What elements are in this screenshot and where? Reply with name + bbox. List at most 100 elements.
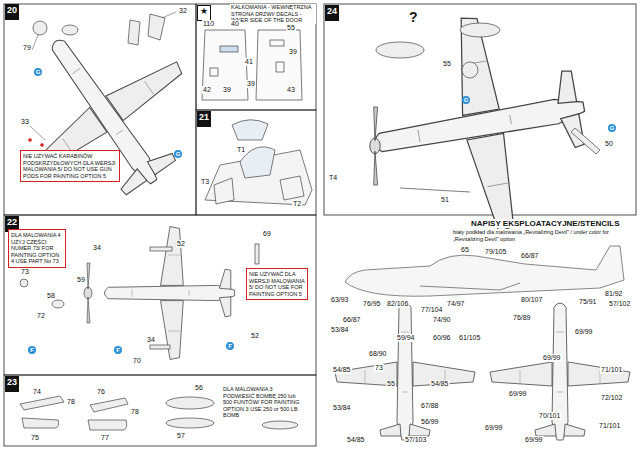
part-number: 57/103 [404,436,427,444]
node-text: 20 [7,5,17,15]
leader-line [30,12,176,140]
part-number: 40 [230,20,240,28]
part-number: 39 [288,48,298,56]
part-number: 53/84 [330,326,350,334]
part-number: 71/101 [598,422,621,430]
step-number: 23 [5,376,19,392]
part-number: T4 [328,174,338,182]
part-number: 66/87 [342,316,362,324]
part-number: 56 [194,384,204,392]
part-number: 60/96 [432,334,452,342]
part-number: 76/95 [362,300,382,308]
aircraft-top [104,227,234,360]
hole-mark [40,143,44,147]
panel-frame [4,4,636,446]
part-number: 75 [30,434,40,442]
part-number: 56/99 [420,418,440,426]
note-text: DLA MALOWANIA 3 PODWIESIĆ BOMBĘ 250 lub … [222,386,306,419]
part-number: 74 [32,388,42,396]
step-number: 24 [325,5,339,21]
part-number: 82/106 [386,300,409,308]
door-drawing [202,30,302,100]
part-number: 74/90 [432,316,452,324]
part-number: 67/88 [420,402,440,410]
part-number: 80/107 [520,296,543,304]
part-number: 66/87 [520,252,540,260]
part-number: 69/99 [524,436,544,444]
part-number: 55 [386,380,396,388]
warning-note: DLA MALOWANIA 4 UŻYJ CZĘŚCI NUMER 73/ FO… [8,229,66,268]
part-number: T1 [236,146,246,154]
step-number: 20 [5,4,19,20]
part-number: 72 [36,312,46,320]
node-text: 23 [7,377,17,387]
part-number: 39 [222,86,232,94]
node-text: 21 [199,112,209,122]
part-number: 34 [146,336,156,344]
warning-note: NIE UŻYWAĆ KARABINÓW PODSKRZYDŁOWYCH DLA… [20,150,120,182]
part-number: 69/99 [484,424,504,432]
aircraft-underside [0,0,225,232]
part-number: 69 [262,230,272,238]
parts [376,23,600,192]
part-number: 53/84 [332,404,352,412]
marker-letter: G [174,150,182,158]
part-number: 110 [202,20,215,28]
node-text: ★ [200,6,208,16]
part-number: 55 [442,60,452,68]
part-number: 57 [176,432,186,440]
note-text: biały podkład dla malowania „Revitalizin… [452,229,630,242]
part-number: 42 [202,86,212,94]
part-number: 65 [460,246,470,254]
part-number: 55 [286,24,296,32]
marker-letter: G [462,96,470,104]
part-number: 70/101 [538,412,561,420]
part-number: 75/91 [578,298,598,306]
part-number: 71/101 [600,366,623,374]
part-number: 77 [100,434,110,442]
node-text: 24 [327,6,337,16]
part-number: 68/90 [368,350,388,358]
part-number: 73 [374,364,384,372]
part-number: 51 [440,196,450,204]
part-number: ? [408,10,419,25]
marker-letter: F [28,346,36,354]
warning-note: NIE UŻYWAĆ DLA WERSJI MALOWANIA 5/ DO NO… [246,268,308,300]
node-text: NIE UŻYWAĆ KARABINÓW PODSKRZYDŁOWYCH DLA… [23,153,117,179]
section-heading: NAPISY EKSPLOATACYJNE/STENCILS [470,219,620,228]
hole-mark [28,138,32,142]
cockpit-drawing [205,120,312,205]
part-number: 59 [76,276,86,284]
part-number: 34 [92,244,102,252]
part-number: 50 [604,140,614,148]
propeller [370,107,380,185]
part-number: 54/85 [332,366,352,374]
marker-letter: G [34,68,42,76]
marker-letter: F [226,342,234,350]
part-number: 32 [178,7,188,15]
part-number: 74/97 [446,300,466,308]
part-number: 78 [66,398,76,406]
part-number: 61/105 [458,334,481,342]
part-number: 73 [20,268,30,276]
part-number: 54/85 [430,380,450,388]
aircraft-top [356,0,603,250]
node-text: NIE UŻYWAĆ DLA WERSJI MALOWANIA 5/ DO NO… [249,271,305,297]
propeller [84,263,92,323]
part-number: 63/93 [330,296,350,304]
stencil-side-view [345,246,624,296]
part-number: 78 [130,408,140,416]
part-number: 43 [286,86,296,94]
decal-symbol: ★ [197,5,211,21]
part-number: T3 [200,178,210,186]
part-number: 33 [20,118,30,126]
parts [33,14,165,45]
part-number: 76 [96,388,106,396]
part-number: T2 [292,200,302,208]
part-number: 76/89 [512,314,532,322]
part-number: 69/99 [508,390,528,398]
part-number: 69/99 [542,354,562,362]
part-number: 59/94 [396,334,416,342]
part-number: 52 [176,240,186,248]
